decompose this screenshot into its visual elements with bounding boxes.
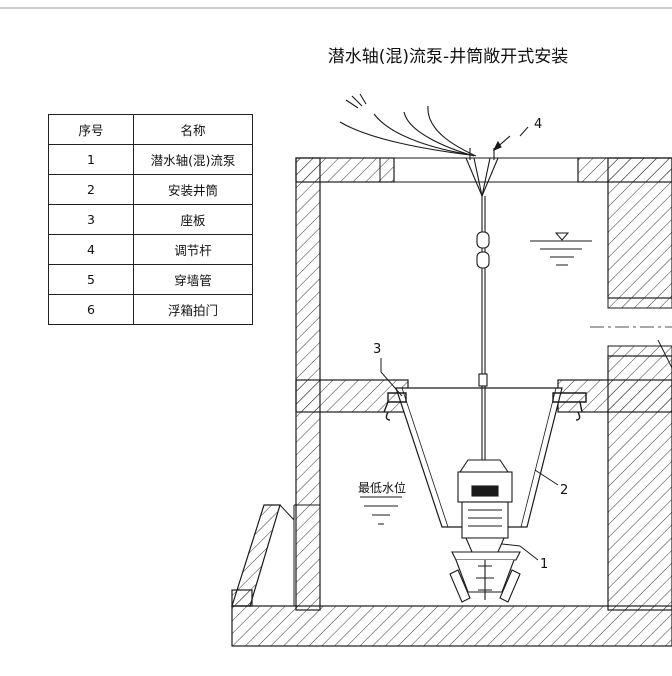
row-no: 4 [48, 234, 134, 265]
row-no: 3 [48, 204, 134, 235]
callout-4: 4 [534, 117, 542, 132]
row-name: 安装井筒 [133, 174, 253, 205]
wall-pipe [590, 297, 672, 369]
power-cables [339, 93, 477, 157]
callout-1: 1 [540, 557, 548, 572]
installation-shaft [395, 387, 563, 528]
row-no: 5 [48, 264, 134, 295]
callout-3: 3 [373, 342, 381, 357]
callout-leaders [380, 126, 559, 561]
table-row: 2 安装井筒 [48, 174, 253, 205]
table-row: 5 穿墙管 [48, 264, 253, 295]
drawing-title: 潜水轴(混)流泵-井筒敞开式安装 [328, 47, 568, 67]
adjusting-rod [465, 135, 511, 460]
table-row: 4 调节杆 [48, 234, 253, 265]
row-name: 座板 [133, 204, 253, 235]
parts-table: 序号 名称 1 潜水轴(混)流泵 2 安装井筒 3 座板 4 调节杆 5 穿墙管… [48, 114, 253, 325]
row-no: 1 [48, 144, 134, 175]
row-no: 6 [48, 294, 134, 325]
row-name: 调节杆 [133, 234, 253, 265]
min-water-level-marker [360, 496, 402, 525]
min-water-level-label: 最低水位 [358, 480, 406, 495]
table-row: 6 浮箱拍门 [48, 294, 253, 325]
header-no: 序号 [48, 114, 134, 145]
row-name: 穿墙管 [133, 264, 253, 295]
submersible-pump [449, 459, 521, 603]
callout-2: 2 [560, 483, 568, 498]
parts-table-header: 序号 名称 [48, 114, 253, 145]
row-name: 浮箱拍门 [133, 294, 253, 325]
table-row: 1 潜水轴(混)流泵 [48, 144, 253, 175]
water-level-symbol [530, 232, 592, 266]
row-no: 2 [48, 174, 134, 205]
table-row: 3 座板 [48, 204, 253, 235]
header-name: 名称 [133, 114, 253, 145]
row-name: 潜水轴(混)流泵 [133, 144, 253, 175]
concrete-structure [231, 157, 672, 647]
